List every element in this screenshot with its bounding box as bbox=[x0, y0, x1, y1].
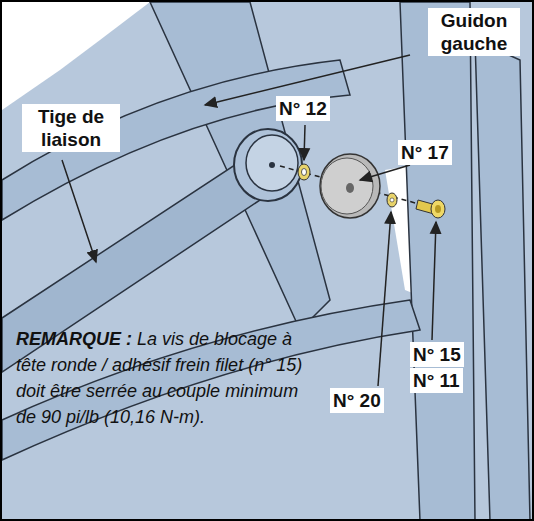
callout-number: N° 20 bbox=[330, 388, 384, 413]
callout-number: N° 11 bbox=[410, 368, 463, 393]
part-name: Tige de liaison bbox=[22, 104, 120, 152]
note: REMARQUE : La vis de blocage à tête rond… bbox=[16, 326, 316, 430]
callout-number: N° 15 bbox=[410, 342, 464, 367]
part-name: Guidon gauche bbox=[428, 8, 520, 56]
callout-number: N° 12 bbox=[276, 96, 330, 121]
callout-number: N° 17 bbox=[398, 140, 452, 165]
note-heading: REMARQUE : bbox=[16, 329, 132, 349]
